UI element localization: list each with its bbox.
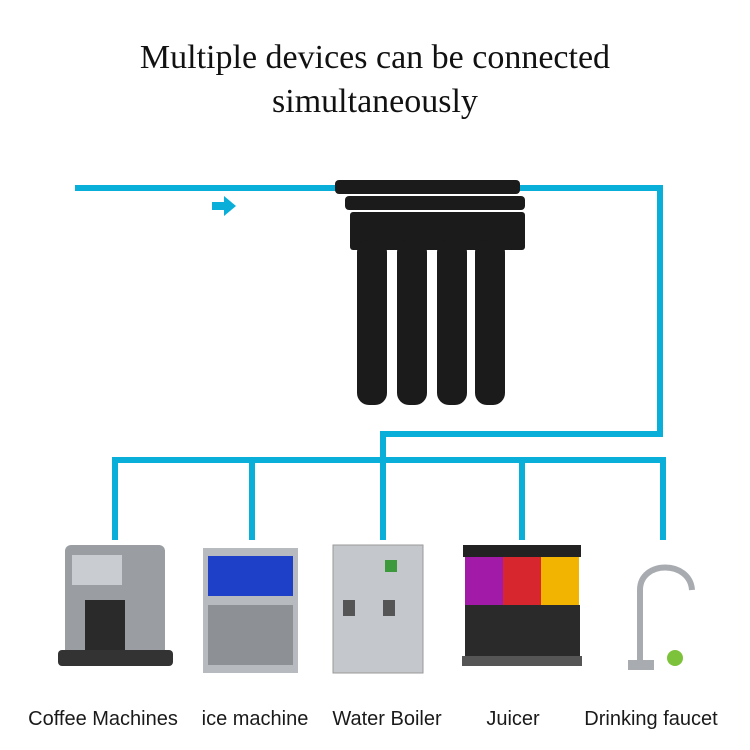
ice-machine-image [203,548,298,673]
device-label-boiler: Water Boiler [332,708,442,730]
distribution-pipe [112,457,666,540]
title-line-2: simultaneously [272,83,478,120]
page-title: Multiple devices can be connected simult… [0,36,750,124]
faucet-image [628,564,695,670]
coffee-machine-image [58,545,173,666]
device-label-juicer: Juicer [486,708,540,730]
device-label-ice: ice machine [201,708,309,730]
device-label-faucet: Drinking faucet [584,708,718,730]
flow-arrow-icon [212,196,236,216]
title-line-1: Multiple devices can be connected [139,39,611,76]
filter-system [335,180,525,405]
water-boiler-image [332,544,424,674]
device-label-coffee: Coffee Machines [28,708,178,730]
juicer-image [462,545,582,666]
